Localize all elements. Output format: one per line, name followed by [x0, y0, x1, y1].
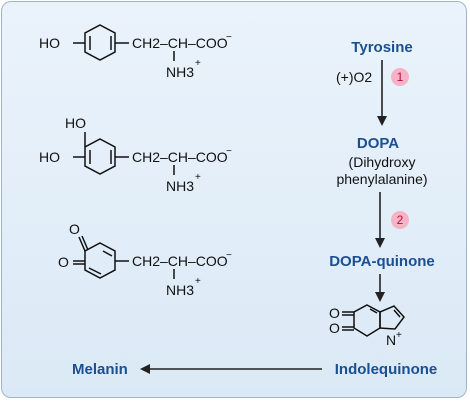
indolequinone-label: Indolequinone — [335, 361, 438, 378]
indole-five-ring — [379, 305, 405, 330]
quinone-structure: O O CH2–CH–COO − NH3 + — [58, 221, 232, 298]
amine-label: NH3 — [166, 178, 194, 194]
pathway: Tyrosine (+)O2 1 DOPA (Dihydroxy phenyla… — [72, 39, 437, 378]
indolequinone-structure: O O N + — [329, 304, 405, 348]
amine-label: NH3 — [166, 64, 194, 80]
amine-label: NH3 — [166, 282, 194, 298]
ring-double-bond — [369, 308, 378, 314]
tyrosine-label: Tyrosine — [351, 39, 412, 56]
oxygen-label: (+)O2 — [336, 69, 372, 85]
step-2-number: 2 — [397, 213, 404, 227]
carbonyl-o-left: O — [58, 254, 69, 270]
ring-double-bond — [88, 267, 102, 275]
indole-o-top: O — [329, 305, 340, 321]
tyrosine-structure: HO CH2–CH–COO − NH3 + — [39, 24, 232, 80]
dopa-description-line1: (Dihydroxy — [349, 154, 416, 170]
melanin-label: Melanin — [72, 361, 128, 378]
hydroxyl-label-left: HO — [39, 149, 60, 165]
hydroxyl-label-top: HO — [65, 115, 86, 131]
carbonyl-o-top: O — [69, 221, 80, 237]
amine-charge: + — [195, 58, 201, 69]
arrowhead — [377, 116, 387, 126]
carboxylate-charge: − — [226, 250, 232, 261]
carbonyl-bond — [78, 236, 86, 252]
arrowhead — [140, 364, 150, 374]
carboxylate-charge: − — [226, 146, 232, 157]
step-2-badge — [391, 211, 409, 229]
step-1-badge — [391, 68, 409, 86]
dopa-label: DOPA — [357, 135, 399, 152]
dopa-quinone-label: DOPA-quinone — [329, 253, 435, 270]
diagram-canvas: HO CH2–CH–COO − NH3 + HO HO CH2–CH–COO −… — [39, 24, 437, 378]
indole-six-ring — [353, 304, 381, 337]
dopa-structure: HO HO CH2–CH–COO − NH3 + — [39, 115, 232, 194]
arrowhead — [375, 238, 385, 248]
ring-double-bond — [102, 250, 113, 257]
hydroxyl-label: HO — [39, 35, 60, 51]
carbonyl-bond — [81, 235, 89, 251]
side-chain-label: CH2–CH–COO — [132, 149, 228, 165]
step-1-number: 1 — [397, 70, 404, 84]
dopa-description-line2: phenylalanine) — [336, 171, 427, 187]
indole-nitrogen: N — [386, 332, 396, 348]
side-chain-label: CH2–CH–COO — [132, 35, 228, 51]
side-chain-label: CH2–CH–COO — [132, 253, 228, 269]
indole-charge: + — [396, 330, 402, 341]
amine-charge: + — [195, 276, 201, 287]
benzene-ring — [84, 24, 116, 61]
carboxylate-charge: − — [226, 32, 232, 43]
pathway-diagram: HO CH2–CH–COO − NH3 + HO HO CH2–CH–COO −… — [1, 1, 467, 398]
arrowhead — [375, 292, 385, 302]
ring-double-bond — [393, 309, 401, 318]
amine-charge: + — [195, 172, 201, 183]
indole-o-bottom: O — [329, 320, 340, 336]
